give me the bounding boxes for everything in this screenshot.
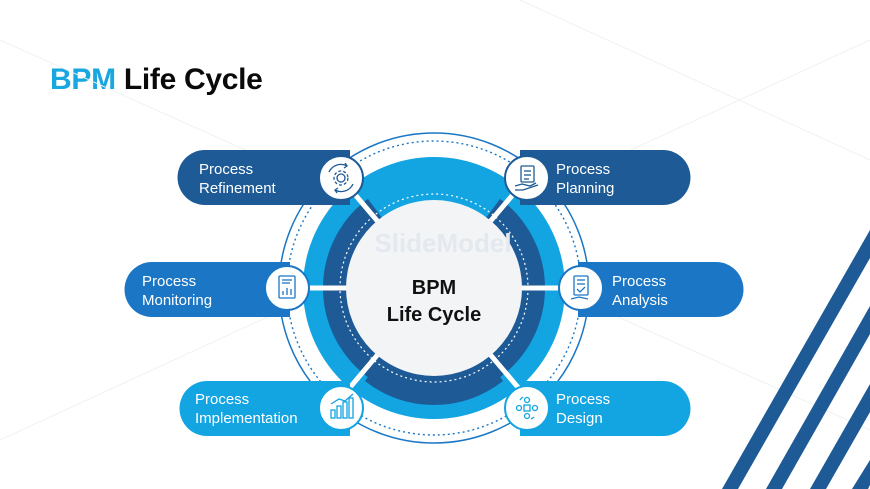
stripe xyxy=(722,230,870,489)
stage-pill xyxy=(179,381,350,436)
stage-refinement[interactable]: Process Refinement xyxy=(177,150,350,205)
stage-line1: Process xyxy=(195,391,249,408)
stage-pill xyxy=(520,150,691,205)
stage-line2: Monitoring xyxy=(142,292,212,309)
title-accent: BPM xyxy=(50,63,116,96)
corner-stripes xyxy=(722,230,870,489)
center-title-line1: BPM xyxy=(412,277,456,299)
stage-pill xyxy=(578,262,744,317)
watermark: SlideModel xyxy=(374,228,511,258)
stage-analysis[interactable]: Process Analysis xyxy=(578,262,744,317)
slide-title: BPM Life Cycle xyxy=(50,63,263,97)
stage-line2: Implementation xyxy=(195,410,298,427)
stage-line2: Refinement xyxy=(199,180,277,197)
title-rest: Life Cycle xyxy=(123,63,263,96)
stage-line1: Process xyxy=(142,273,196,290)
stage-line1: Process xyxy=(556,161,610,178)
stage-line1: Process xyxy=(612,273,666,290)
stage-pill xyxy=(124,262,290,317)
clipboard-hand-icon xyxy=(504,155,550,201)
stage-pill xyxy=(520,381,691,436)
growth-chart-icon xyxy=(318,385,364,431)
document-check-icon xyxy=(558,265,604,311)
stage-line1: Process xyxy=(199,161,253,178)
stripe xyxy=(810,384,870,489)
stage-pill xyxy=(177,150,350,205)
stripe xyxy=(852,460,870,489)
team-network-icon xyxy=(504,385,550,431)
stage-line1: Process xyxy=(556,391,610,408)
stage-planning[interactable]: Process Planning xyxy=(520,150,691,205)
stage-line2: Design xyxy=(556,410,603,427)
report-chart-icon xyxy=(264,265,310,311)
stripe xyxy=(766,306,870,489)
gear-cycle-icon xyxy=(318,155,364,201)
stage-monitoring[interactable]: Process Monitoring xyxy=(124,262,291,317)
stage-line2: Planning xyxy=(556,180,614,197)
center-title-line2: Life Cycle xyxy=(387,304,481,326)
center-circle xyxy=(346,200,522,376)
stage-design[interactable]: Process Design xyxy=(520,381,691,436)
stage-implementation[interactable]: Process Implementation xyxy=(179,381,351,436)
stage-line2: Analysis xyxy=(612,292,668,309)
